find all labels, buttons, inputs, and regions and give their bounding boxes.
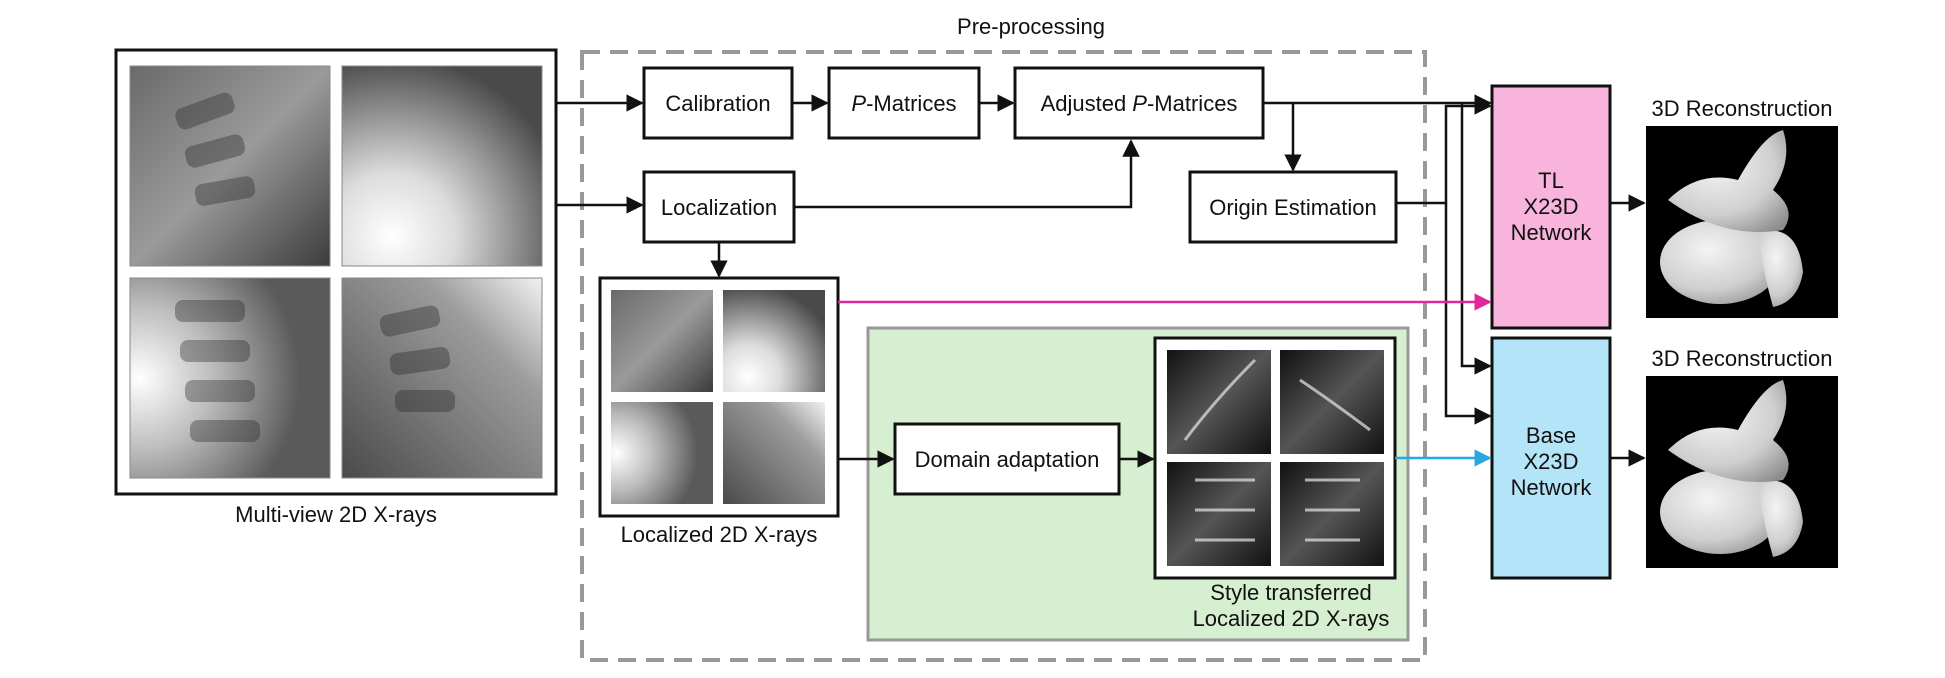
arrow — [1444, 203, 1492, 425]
localization-label: Localization — [661, 195, 777, 220]
domain-adaptation-label: Domain adaptation — [915, 447, 1100, 472]
origin-estimation-box — [1188, 170, 1398, 244]
preprocessing-title: Pre-processing — [957, 14, 1105, 39]
xray-image — [129, 277, 331, 479]
tl-network-line1: TL — [1538, 168, 1564, 193]
base-network-line1: Base — [1526, 423, 1576, 448]
calibration-label: Calibration — [665, 91, 770, 116]
xray-image — [611, 290, 713, 392]
tl-network-line3: Network — [1511, 220, 1593, 245]
xray-image — [611, 402, 713, 504]
arrow — [794, 139, 1140, 209]
adjusted-p-matrices-box — [1013, 66, 1265, 140]
vertebra-render — [1660, 130, 1803, 307]
multiview-caption: Multi-view 2D X-rays — [235, 502, 437, 527]
style-transferred-caption-line2: Localized 2D X-rays — [1193, 606, 1390, 631]
xray-image — [1167, 350, 1271, 454]
base-network-line2: X23D — [1523, 449, 1578, 474]
arrow — [1396, 97, 1492, 205]
base-network-line3: Network — [1511, 475, 1593, 500]
xray-image — [723, 290, 825, 392]
style-transferred-panel — [1153, 336, 1397, 580]
adjusted-p-matrices-label: Adjusted P-Matrices — [1041, 91, 1238, 116]
tl-network-line2: X23D — [1523, 194, 1578, 219]
p-matrices-label: P-Matrices — [851, 91, 956, 116]
xray-image — [341, 65, 543, 267]
tl-network-box — [1490, 84, 1612, 330]
xray-image — [341, 277, 543, 479]
arrows — [557, 94, 1646, 468]
xray-image — [723, 402, 825, 504]
localization-box — [642, 170, 796, 244]
vertebra-render — [1660, 380, 1803, 557]
origin-estimation-label: Origin Estimation — [1209, 195, 1377, 220]
bottom-reconstruction-label: 3D Reconstruction — [1652, 346, 1833, 371]
multiview-xray-panel — [114, 48, 558, 496]
preprocessing-region — [580, 50, 1427, 662]
xray-image — [1167, 462, 1271, 566]
top-reconstruction-label: 3D Reconstruction — [1652, 96, 1833, 121]
localized-xray-panel — [598, 276, 840, 518]
localized-caption: Localized 2D X-rays — [621, 522, 818, 547]
calibration-box — [642, 66, 794, 140]
style-transferred-caption-line1: Style transferred — [1210, 580, 1371, 605]
arrow — [1460, 103, 1492, 375]
xray-image — [129, 65, 331, 267]
domain-adaptation-box — [893, 422, 1121, 496]
xray-image — [1280, 462, 1384, 566]
